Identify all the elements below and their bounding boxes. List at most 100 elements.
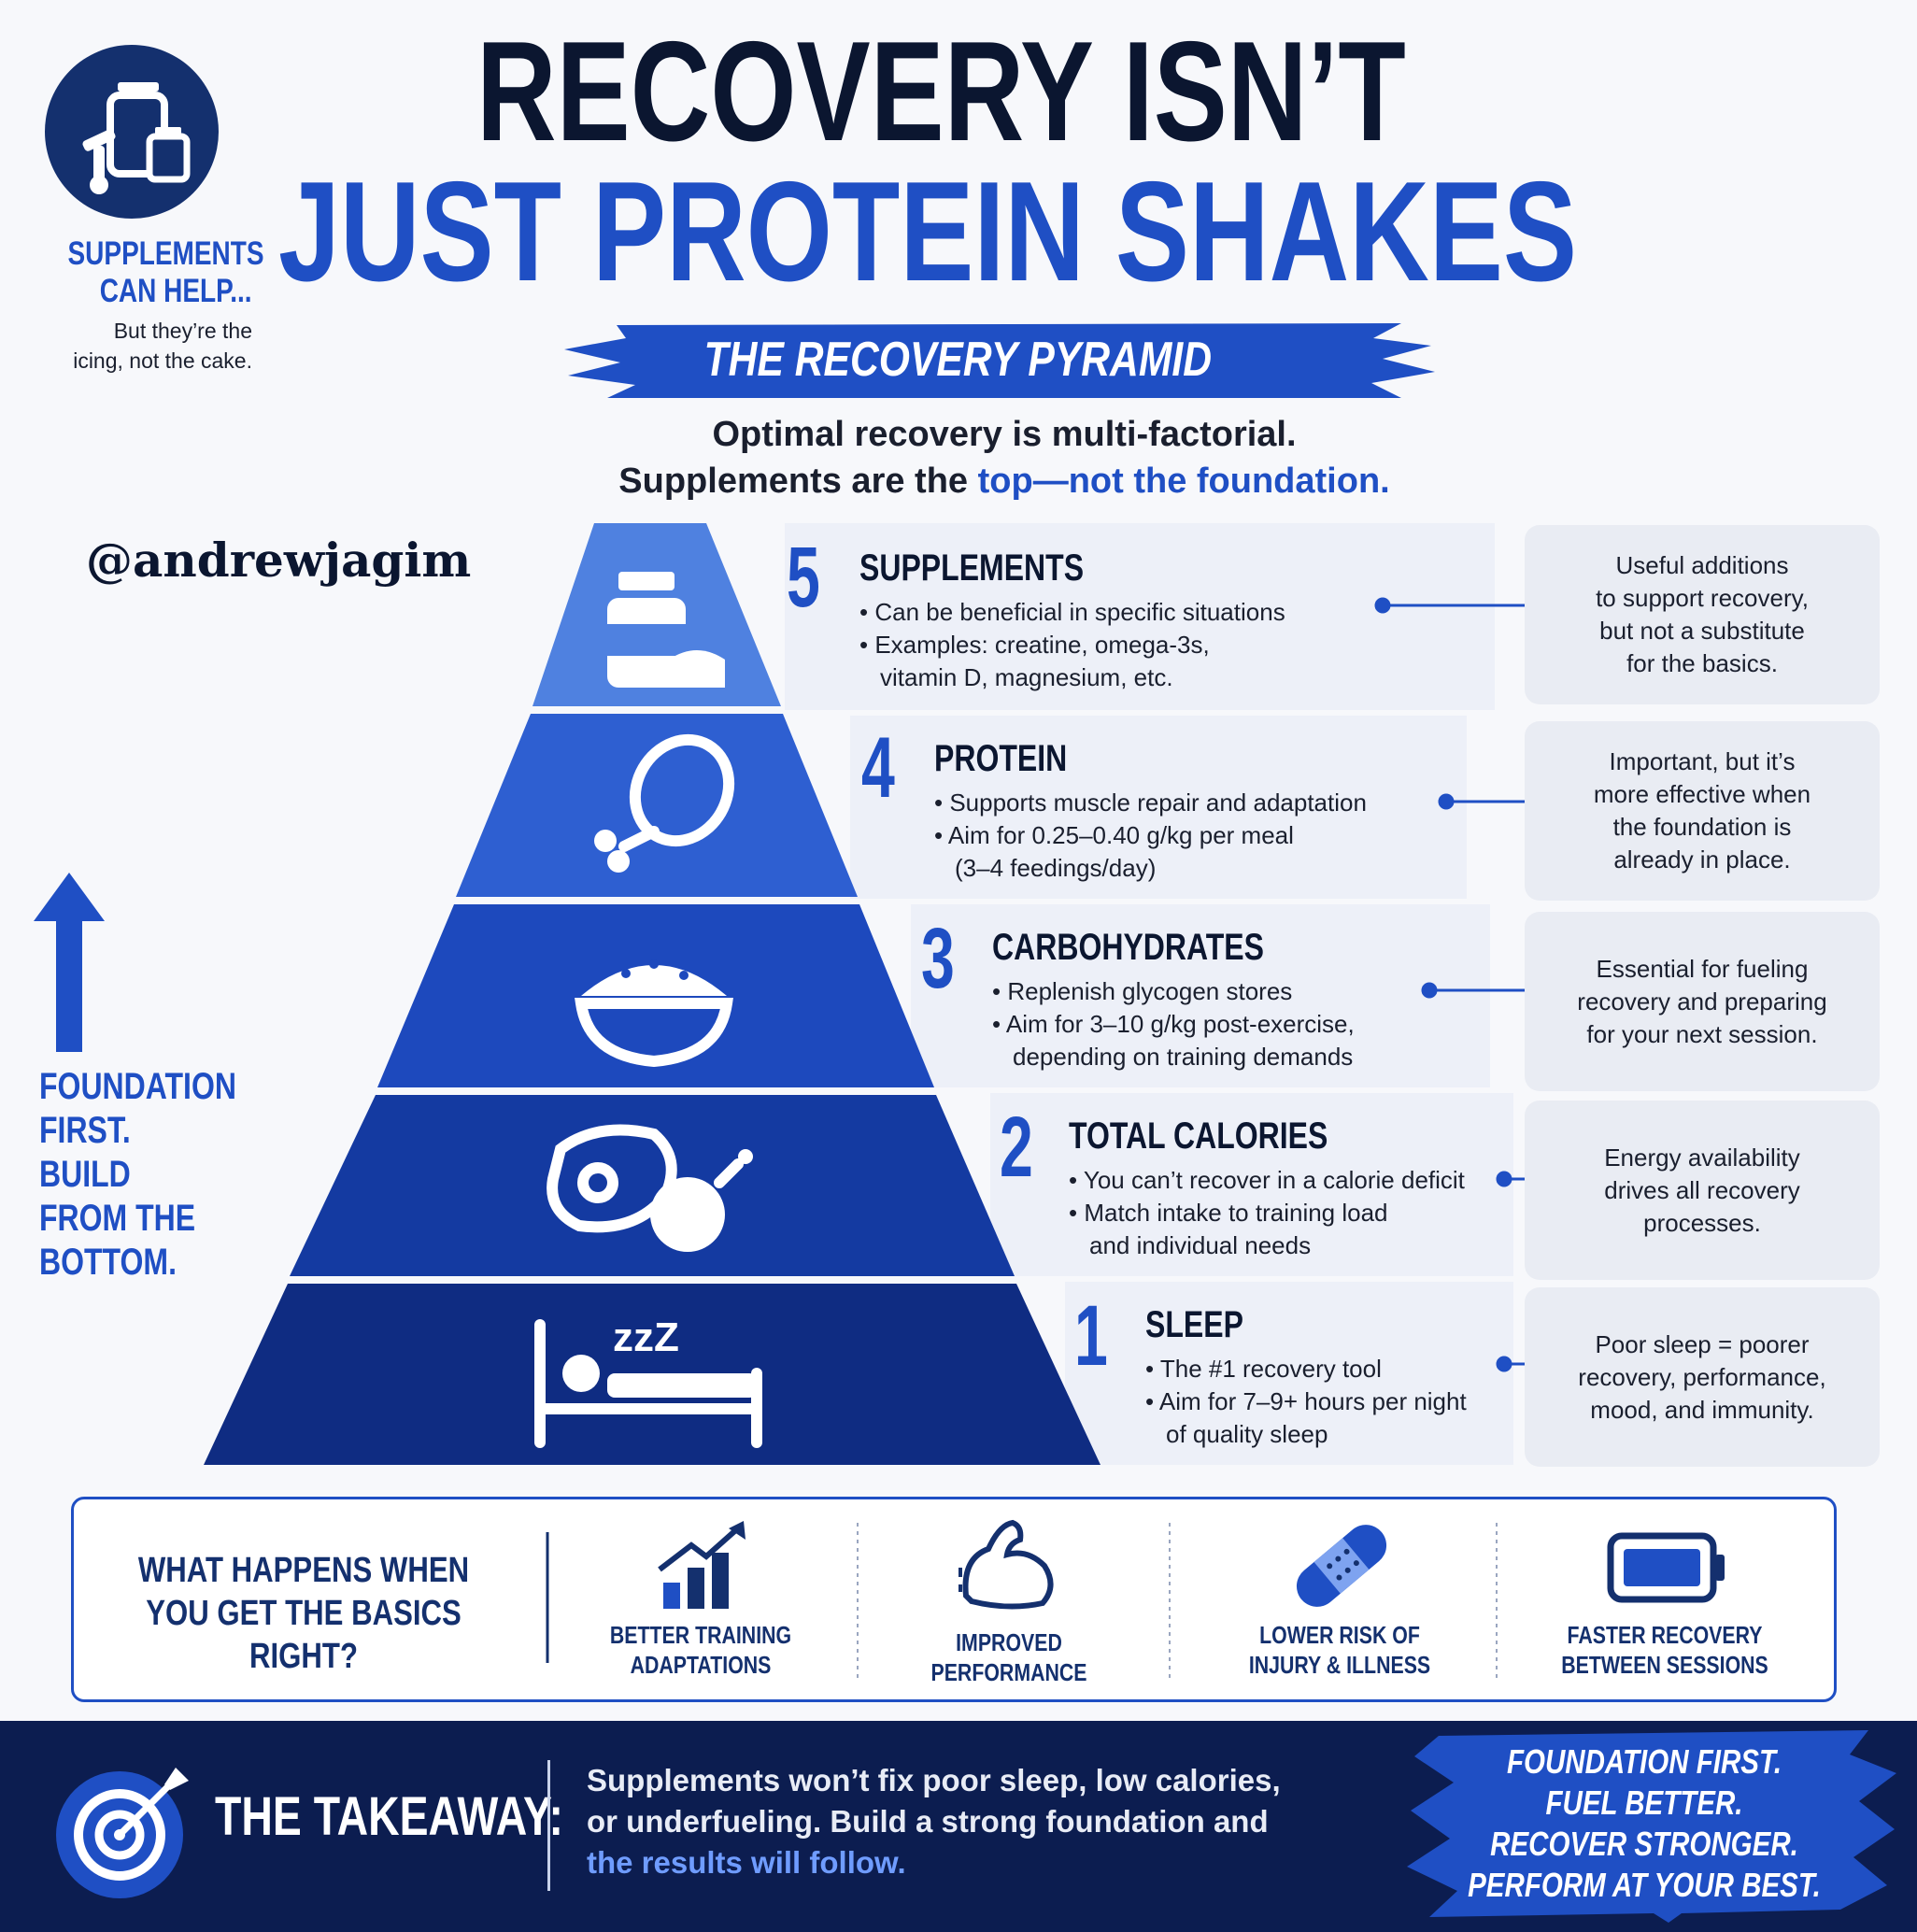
bullet-text: Match intake to training load xyxy=(1084,1199,1388,1227)
ribbon-title: THE RECOVERY PYRAMID xyxy=(561,329,1355,391)
tier-1-backdrop xyxy=(1065,1282,1513,1465)
note-line: for the basics. xyxy=(1626,649,1778,677)
tier-4-backdrop xyxy=(850,716,1467,899)
side-note-heading-line2: CAN HELP... xyxy=(100,273,252,309)
tier-4-bullets: • Supports muscle repair and adaptation … xyxy=(934,787,1439,885)
tier-2-shape xyxy=(290,1095,1015,1276)
up-arrow-icon xyxy=(34,873,105,1052)
bullet: • Can be beneficial in specific situatio… xyxy=(859,598,1285,626)
tier-1-number: 1 xyxy=(1074,1288,1108,1384)
intro-line2-prefix: Supplements are the xyxy=(618,462,978,501)
tier-5-backdrop xyxy=(785,523,1495,710)
note-line: Important, but it’s xyxy=(1609,747,1796,775)
ribbon-title-text: THE RECOVERY PYRAMID xyxy=(703,333,1212,387)
bullet-text: Replenish glycogen stores xyxy=(1007,977,1293,1005)
slogan-brush-badge xyxy=(1407,1730,1896,1923)
flexed-arm-icon xyxy=(958,1519,1054,1610)
tier-3-backdrop xyxy=(911,904,1490,1087)
tier-4-number: 4 xyxy=(861,720,895,816)
note-line: already in place. xyxy=(1613,845,1791,874)
note-line: recovery and preparing xyxy=(1577,987,1827,1016)
chicken-leg-icon xyxy=(594,733,735,873)
benefit-faster-recovery: FASTER RECOVERY BETWEEN SESSIONS xyxy=(1550,1620,1780,1680)
tier-3-bullets: • Replenish glycogen stores • Aim for 3–… xyxy=(992,975,1431,1073)
side-note-text-line2: icing, not the cake. xyxy=(73,348,252,373)
tier-1-title: SLEEP xyxy=(1145,1304,1243,1345)
benefit-improved-performance: IMPROVED PERFORMANCE xyxy=(894,1627,1124,1687)
side-note-heading-line1: SUPPLEMENTS xyxy=(67,235,264,272)
bullet-text: Examples: creatine, omega-3s, xyxy=(874,631,1210,659)
supplement-bottles-icon xyxy=(82,82,191,194)
battery-icon xyxy=(1607,1532,1725,1603)
foundation-note-line4: FROM THE xyxy=(39,1198,196,1239)
supplement-jar-icon xyxy=(607,572,725,688)
intro-line1: Optimal recovery is multi-factorial. xyxy=(712,415,1297,454)
note-line: Useful additions xyxy=(1615,551,1789,579)
bullet-text: You can’t recover in a calorie deficit xyxy=(1083,1166,1465,1194)
intro-line2: Supplements are the top—not the foundati… xyxy=(504,458,1504,504)
note-line: the foundation is xyxy=(1612,813,1792,841)
tier-5-note-card: Useful additions to support recovery, bu… xyxy=(1525,525,1880,704)
bullet: • Supports muscle repair and adaptation xyxy=(934,788,1367,817)
tier-5-title: SUPPLEMENTS xyxy=(859,547,1085,589)
ribbon-banner xyxy=(564,323,1435,398)
takeaway-text-line1: Supplements won’t fix poor sleep, low ca… xyxy=(587,1763,1281,1797)
supplements-side-note: SUPPLEMENTS CAN HELP... But they’re the … xyxy=(19,235,264,376)
bullet-text-continued: of quality sleep xyxy=(1166,1420,1328,1448)
bullet-text: Supports muscle repair and adaptation xyxy=(949,788,1367,817)
sleep-zzz-text: zzZ xyxy=(613,1314,679,1360)
benefit-lower-injury-risk: LOWER RISK OF INJURY & ILLNESS xyxy=(1225,1620,1455,1680)
bullet-text-continued: and individual needs xyxy=(1089,1231,1312,1259)
slogan-line1: FOUNDATION FIRST. xyxy=(1506,1742,1782,1781)
side-note-text-line1: But they’re the xyxy=(113,319,252,343)
benefit-training-adaptations: BETTER TRAINING ADAPTATIONS xyxy=(586,1620,816,1680)
bullet-text: Aim for 7–9+ hours per night xyxy=(1158,1387,1467,1415)
basics-question-line1: WHAT HAPPENS WHEN xyxy=(137,1551,470,1590)
benefit-line2: PERFORMANCE xyxy=(930,1658,1087,1686)
intro-line2-highlight: top—not the foundation. xyxy=(977,462,1390,501)
takeaway-divider xyxy=(547,1760,550,1891)
recovery-pyramid: zzZ xyxy=(204,523,1525,1465)
tier-4-title: PROTEIN xyxy=(934,738,1068,779)
note-line: but not a substitute xyxy=(1599,617,1805,645)
note-line: drives all recovery xyxy=(1604,1175,1800,1204)
foundation-note-line1: FOUNDATION xyxy=(39,1066,236,1107)
bar-chart-up-icon xyxy=(658,1521,746,1609)
tier-2-bullets: • You can’t recover in a calorie deficit… xyxy=(1069,1164,1508,1262)
basics-dividers xyxy=(546,1523,1498,1682)
foundation-note-line2: FIRST. xyxy=(39,1110,131,1151)
bullet: • Replenish glycogen stores xyxy=(992,977,1293,1005)
tier-2-number: 2 xyxy=(1000,1100,1033,1195)
note-line: more effective when xyxy=(1593,780,1811,808)
rice-bowl-icon xyxy=(575,959,733,1068)
slogan-line2: FUEL BETTER. xyxy=(1545,1783,1743,1822)
tier-4-note: Important, but it’s more effective when … xyxy=(1594,746,1810,876)
tier-3-title: CARBOHYDRATES xyxy=(992,927,1264,968)
tier-5-bullets: • Can be beneficial in specific situatio… xyxy=(859,596,1383,694)
bullet-text: Aim for 3–10 g/kg post-exercise, xyxy=(1005,1010,1355,1038)
target-icon xyxy=(56,1768,189,1898)
note-line: Energy availability xyxy=(1604,1143,1800,1172)
intro-text: Optimal recovery is multi-factorial. Sup… xyxy=(504,411,1504,504)
tier-4-note-card: Important, but it’s more effective when … xyxy=(1525,721,1880,901)
foundation-note-line3: BUILD xyxy=(39,1154,131,1195)
steak-drumstick-icon xyxy=(547,1124,753,1252)
benefit-line1: BETTER TRAINING xyxy=(609,1621,792,1649)
takeaway-text: Supplements won’t fix poor sleep, low ca… xyxy=(587,1760,1334,1883)
note-line: Poor sleep = poorer xyxy=(1595,1329,1810,1358)
bullet: • Aim for 0.25–0.40 g/kg per meal xyxy=(934,821,1294,849)
takeaway-text-line3: the results will follow. xyxy=(587,1845,906,1880)
tier-5-note: Useful additions to support recovery, bu… xyxy=(1596,549,1809,680)
benefit-line1: FASTER RECOVERY xyxy=(1567,1621,1763,1649)
bullet-text-continued: depending on training demands xyxy=(1013,1043,1354,1071)
foundation-note-line5: BOTTOM. xyxy=(39,1242,177,1283)
tier-2-backdrop xyxy=(990,1093,1513,1276)
tier-2-note: Energy availability drives all recovery … xyxy=(1604,1142,1800,1240)
bandage-icon xyxy=(1296,1525,1387,1607)
takeaway-text-line2: or underfueling. Build a strong foundati… xyxy=(587,1804,1269,1839)
bullet-text: Can be beneficial in specific situations xyxy=(874,598,1285,626)
tier-4-shape xyxy=(456,714,858,897)
title-line1: RECOVERY ISN’T xyxy=(476,12,1406,171)
bullet: • Aim for 7–9+ hours per night xyxy=(1145,1387,1467,1415)
basics-question-line2: YOU GET THE BASICS RIGHT? xyxy=(146,1594,462,1676)
